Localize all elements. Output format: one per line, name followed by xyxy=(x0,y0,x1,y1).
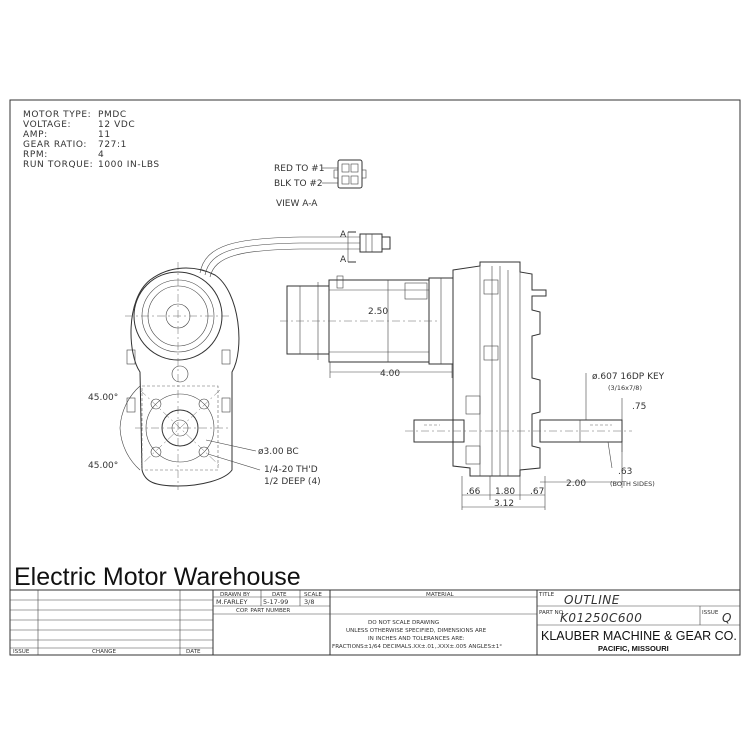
cop-part-label: COP. PART NUMBER xyxy=(236,608,290,614)
key-dim: ø.607 16DP KEY xyxy=(592,372,665,382)
title-label: TITLE xyxy=(538,592,555,598)
spec-value-voltage: 12 VDC xyxy=(98,120,135,130)
issue-label: ISSUE xyxy=(702,610,719,616)
spec-label-motor-type: MOTOR TYPE: xyxy=(23,110,91,120)
date-label: DATE xyxy=(272,592,287,598)
spec-label-rpm: RPM: xyxy=(23,150,48,160)
spec-value-motor-type: PMDC xyxy=(98,110,127,120)
date-value: 5-17-99 xyxy=(263,598,288,606)
material-label: MATERIAL xyxy=(426,592,455,598)
height-dim: 2.50 xyxy=(368,307,388,317)
title-block: ISSUE CHANGE DATE DRAWN BY DATE SCALE M.… xyxy=(10,589,740,655)
shaft-dia-dim: .75 xyxy=(632,402,646,412)
part-no-label: PART NO. xyxy=(539,610,565,616)
drawn-by-label: DRAWN BY xyxy=(220,592,251,598)
scale-value: 3/8 xyxy=(304,598,314,606)
thread-dim: 1/4-20 TH'D xyxy=(264,465,318,475)
flat-dim: .63 xyxy=(618,467,632,477)
connector-view: RED TO #1 BLK TO #2 VIEW A-A xyxy=(274,159,367,209)
bolt-hole-icon xyxy=(150,398,210,458)
spec-block: MOTOR TYPE: PMDC VOLTAGE: 12 VDC AMP: 11… xyxy=(23,110,160,170)
spec-label-voltage: VOLTAGE: xyxy=(23,120,71,130)
section-mark-bottom: A xyxy=(340,255,347,265)
connector-housing-icon xyxy=(333,159,367,189)
spec-label-run-torque: RUN TORQUE: xyxy=(23,160,93,170)
spec-value-rpm: 4 xyxy=(98,150,104,160)
shaft-length-dim: 2.00 xyxy=(566,479,586,489)
scale-label: SCALE xyxy=(304,592,322,598)
rev-issue-header: ISSUE xyxy=(13,649,30,655)
dim-d2: 1.80 xyxy=(495,487,515,497)
part-number: K01250C600 xyxy=(560,611,642,625)
cable-connector-icon xyxy=(359,233,391,253)
view-aa-label: VIEW A-A xyxy=(276,199,318,209)
drawing-title: OUTLINE xyxy=(564,593,620,607)
brand-title: Electric Motor Warehouse xyxy=(14,563,301,591)
spec-value-run-torque: 1000 IN-LBS xyxy=(98,160,160,170)
wire-red-label: RED TO #1 xyxy=(274,164,324,174)
overall-dim: 3.12 xyxy=(494,499,514,509)
dim-d3: .67 xyxy=(530,487,544,497)
note-line-2: UNLESS OTHERWISE SPECIFIED, DIMENSIONS A… xyxy=(346,628,487,634)
flat-note: (BOTH SIDES) xyxy=(610,480,655,488)
angle-dim-bottom: 45.00° xyxy=(88,461,118,471)
spec-value-amp: 11 xyxy=(98,130,111,140)
section-mark-top: A xyxy=(340,230,347,240)
spec-value-gear-ratio: 727:1 xyxy=(98,140,127,150)
note-line-3: IN INCHES AND TOLERANCES ARE: xyxy=(368,636,465,642)
company-city: PACIFIC, MISSOURI xyxy=(598,644,669,653)
gearbox-front-view: A A 45.00° 45. xyxy=(88,230,391,490)
spec-label-gear-ratio: GEAR RATIO: xyxy=(23,140,87,150)
rev-change-header: CHANGE xyxy=(92,649,116,655)
thread-depth-dim: 1/2 DEEP (4) xyxy=(264,477,321,487)
sheet-border xyxy=(9,99,741,656)
spec-label-amp: AMP: xyxy=(23,130,48,140)
rev-date-header: DATE xyxy=(186,649,201,655)
note-line-4: FRACTIONS±1/64 DECIMALS.XX±.01,.XXX±.005… xyxy=(332,644,502,650)
note-line-1: DO NOT SCALE DRAWING xyxy=(368,620,439,626)
company-name: KLAUBER MACHINE & GEAR CO. xyxy=(541,629,737,643)
angle-dim-top: 45.00° xyxy=(88,393,118,403)
length-dim: 4.00 xyxy=(380,369,400,379)
drawn-by-value: M.FARLEY xyxy=(216,598,248,606)
dim-d1: .66 xyxy=(466,487,481,497)
key-size-dim: (3/16x7/8) xyxy=(608,384,642,392)
motor-side-view: 2.50 4.00 ø.607 16DP KEY (3/16x7/8) .75 … xyxy=(280,261,665,510)
wire-blk-label: BLK TO #2 xyxy=(274,179,323,189)
bolt-circle-dim: ø3.00 BC xyxy=(258,447,299,457)
issue-value: Q xyxy=(722,611,732,625)
